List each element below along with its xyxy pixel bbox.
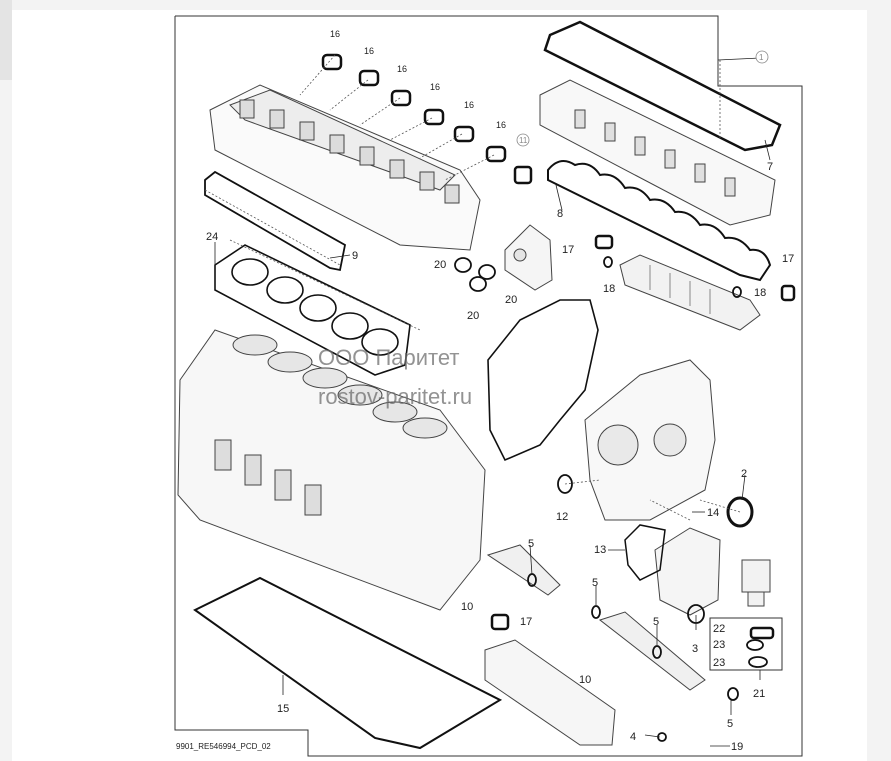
callout-16: 16 bbox=[496, 120, 506, 130]
callout-17: 17 bbox=[520, 616, 532, 628]
manifold-gasket bbox=[204, 170, 347, 272]
water-pump-gasket bbox=[624, 524, 666, 581]
callout-5: 5 bbox=[592, 577, 598, 589]
callout-12: 12 bbox=[556, 511, 568, 523]
left-edge-strip bbox=[0, 0, 12, 80]
callout-16: 16 bbox=[430, 82, 440, 92]
front-cover bbox=[584, 359, 716, 521]
callout-23: 23 bbox=[713, 657, 725, 669]
callout-16: 16 bbox=[397, 64, 407, 74]
watermark-website: rostov-paritet.ru bbox=[318, 384, 473, 409]
thermostat-housing bbox=[504, 224, 553, 291]
cylinder-head bbox=[209, 84, 481, 251]
callout-18: 18 bbox=[603, 283, 615, 295]
callout-14: 14 bbox=[707, 507, 719, 519]
callout-5: 5 bbox=[727, 718, 733, 730]
callout-2: 2 bbox=[741, 468, 747, 480]
lower-housing bbox=[484, 639, 616, 746]
callout-17: 17 bbox=[782, 253, 794, 265]
callout-23: 23 bbox=[713, 639, 725, 651]
callout-5: 5 bbox=[653, 616, 659, 628]
callout-11: 11 bbox=[519, 136, 528, 145]
flange-gaskets bbox=[321, 53, 796, 640]
diagram-sheet bbox=[12, 10, 867, 761]
callout-24: 24 bbox=[206, 231, 218, 243]
callout-20: 20 bbox=[505, 294, 517, 306]
leader-lines bbox=[204, 54, 741, 521]
watermark-company: ООО Паритет bbox=[318, 345, 460, 370]
callout-labels: 1 2 3 4 5 5 5 5 7 8 9 10 10 11 12 13 14 … bbox=[206, 29, 794, 753]
callout-18: 18 bbox=[754, 287, 766, 299]
o-rings bbox=[454, 256, 768, 742]
callout-16: 16 bbox=[330, 29, 340, 39]
callout-22: 22 bbox=[713, 623, 725, 635]
callout-21: 21 bbox=[753, 688, 765, 700]
diagram-frame bbox=[174, 15, 803, 757]
pressure-sensor bbox=[741, 559, 771, 607]
callout-13: 13 bbox=[594, 544, 606, 556]
head-gasket bbox=[214, 244, 411, 376]
callout-16: 16 bbox=[464, 100, 474, 110]
callout-leaders bbox=[214, 57, 771, 747]
callout-20: 20 bbox=[434, 259, 446, 271]
callout-4: 4 bbox=[630, 731, 636, 743]
callout-16: 16 bbox=[364, 46, 374, 56]
front-cover-gasket bbox=[487, 299, 599, 462]
water-pump bbox=[654, 527, 721, 616]
callout-9: 9 bbox=[352, 250, 358, 262]
callout-7: 7 bbox=[767, 161, 773, 173]
callout-5: 5 bbox=[528, 538, 534, 550]
crank-seal bbox=[726, 496, 754, 528]
callout-1: 1 bbox=[759, 53, 764, 62]
callout-8: 8 bbox=[557, 208, 563, 220]
engine-block bbox=[177, 329, 486, 611]
callout-15: 15 bbox=[277, 703, 289, 715]
callout-19: 19 bbox=[731, 741, 743, 753]
callout-17: 17 bbox=[562, 244, 574, 256]
oil-cooler bbox=[619, 254, 761, 331]
callout-20: 20 bbox=[467, 310, 479, 322]
valve-cover-gasket bbox=[543, 20, 782, 152]
kit-box bbox=[709, 617, 783, 671]
callout-3: 3 bbox=[692, 643, 698, 655]
wavy-gasket bbox=[547, 160, 772, 282]
valve-cover bbox=[539, 79, 776, 226]
figure-code: 9901_RE546994_PCD_02 bbox=[176, 742, 271, 751]
oil-pan-gasket bbox=[193, 576, 503, 750]
callout-10: 10 bbox=[579, 674, 591, 686]
callout-10: 10 bbox=[461, 601, 473, 613]
